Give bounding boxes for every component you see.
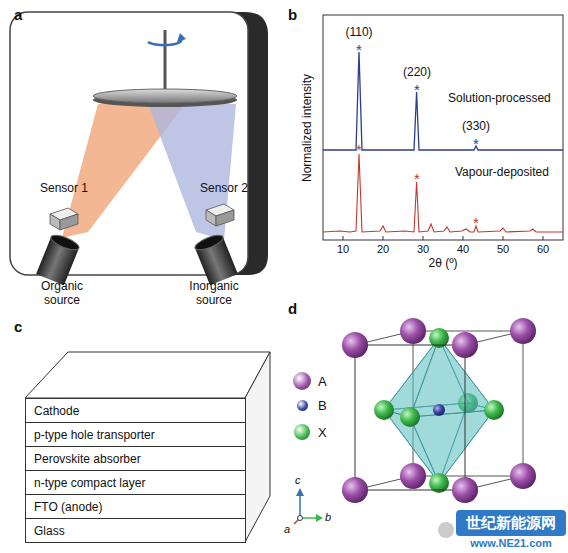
trace-label: Solution-processed: [448, 92, 551, 106]
tick-label: 30: [417, 243, 429, 256]
legend-text: X: [318, 425, 327, 440]
legend-text: B: [318, 398, 327, 413]
tick-label: 10: [337, 243, 349, 256]
axis-title: Normalized intensity: [301, 74, 315, 182]
axis-letter: a: [284, 523, 290, 536]
layer-band: p-type hole transporter: [25, 422, 246, 447]
layer-band: Cathode: [25, 398, 246, 423]
tick-label: 20: [377, 243, 389, 256]
panel-letter: c: [14, 318, 22, 335]
legend-item: B: [292, 398, 327, 413]
layer-band: n-type compact layer: [25, 470, 246, 495]
peak-star: *: [414, 170, 420, 187]
tick-label: 50: [497, 243, 509, 256]
panel-letter: b: [288, 6, 297, 23]
legend-swatch: [297, 400, 308, 411]
peak-star: *: [356, 141, 362, 158]
axis-letter: b: [325, 511, 331, 524]
layer-label: n-type compact layer: [26, 476, 145, 490]
layer-band: FTO (anode): [25, 494, 246, 519]
peak-star: *: [356, 41, 362, 58]
tick-label: 40: [457, 243, 469, 256]
xrd-plot: [323, 15, 563, 240]
tick-label: 60: [537, 243, 549, 256]
layer-label: FTO (anode): [26, 500, 102, 514]
legend-item: A: [292, 372, 327, 390]
peak-index: (220): [403, 66, 431, 80]
chamber: [10, 12, 268, 285]
trace-label: Vapour-deposited: [455, 166, 549, 180]
peak-star: *: [473, 135, 479, 152]
peak-star: *: [473, 214, 479, 231]
panel-letter: d: [288, 300, 297, 317]
sensor-label: Sensor 1: [40, 182, 88, 196]
legend-text: A: [318, 374, 327, 389]
watermark-badge: [456, 510, 566, 536]
panel-letter: a: [14, 6, 22, 23]
peak-index: (110): [345, 26, 372, 40]
watermark: www.NE21.com: [470, 537, 552, 550]
peak-index: (330): [462, 120, 490, 134]
sensor-label: Sensor 2: [200, 182, 248, 196]
layer-label: Perovskite absorber: [26, 452, 141, 466]
source-label: Organic source: [32, 280, 92, 308]
watermark-icon: [438, 522, 454, 538]
axis-letter: c: [295, 474, 301, 487]
layer-band: Glass: [25, 518, 246, 543]
source-label: Inorganic source: [178, 280, 250, 308]
perovskite-cell: [294, 318, 536, 524]
legend-item: X: [292, 424, 327, 440]
layer-label: Glass: [26, 524, 65, 538]
layer-band: Perovskite absorber: [25, 446, 246, 471]
device-stack: [25, 352, 270, 542]
axis-title: 2θ (º): [428, 257, 457, 271]
peak-star: *: [414, 81, 420, 98]
watermark: 世纪新能源网: [466, 514, 556, 531]
layer-label: Cathode: [26, 404, 79, 418]
layer-label: p-type hole transporter: [26, 428, 155, 442]
legend-swatch: [293, 372, 311, 390]
legend-swatch: [294, 424, 310, 440]
